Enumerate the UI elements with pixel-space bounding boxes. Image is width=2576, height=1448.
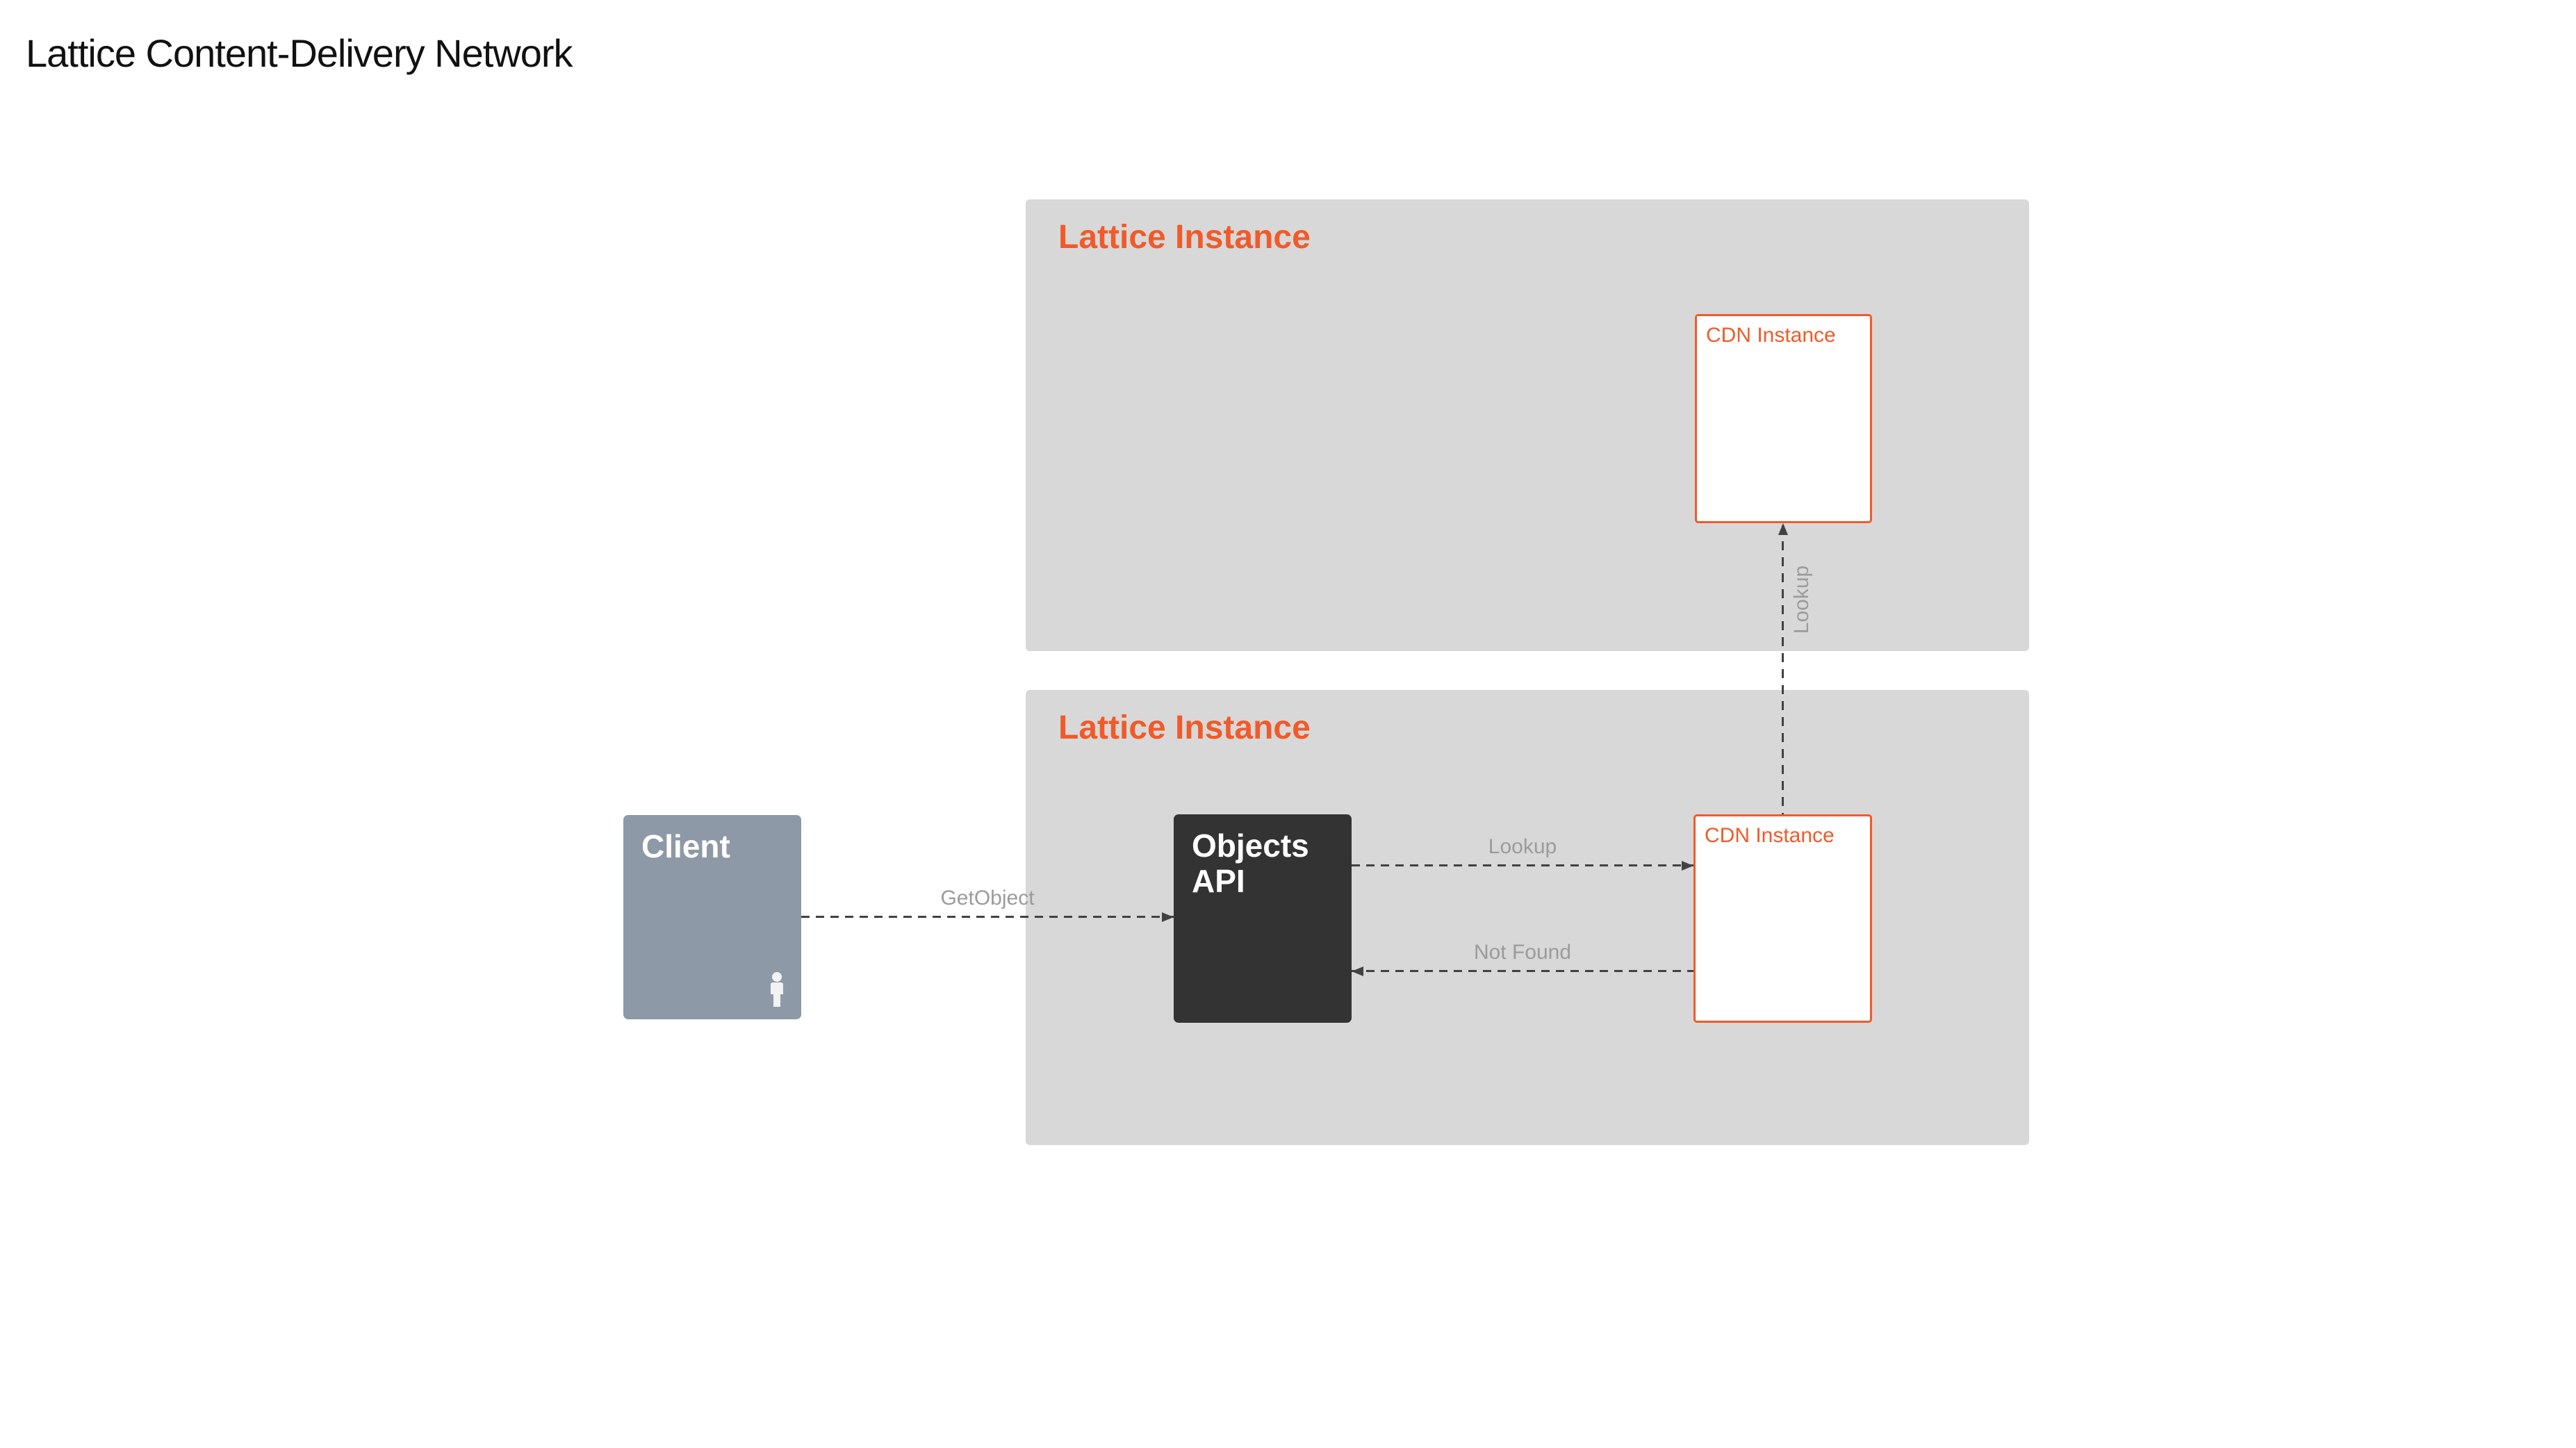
person-icon [771,972,783,1007]
arrow-get-object-head [1162,912,1174,922]
cdn-instance-top-label: CDN Instance [1706,324,1836,347]
arrow-lookup-label: Lookup [1488,835,1557,858]
arrow-lookup-vertical-head [1778,523,1788,535]
arrow-not-found-label: Not Found [1473,941,1572,964]
arrow-lookup-vertical-label: Lookup [1790,565,1813,634]
lattice-instance-bottom-label: Lattice Instance [1058,709,1311,746]
client-label: Client [641,828,730,864]
cdn-instance-bottom-box: CDN Instance [1693,814,1872,1023]
cdn-instance-bottom-label: CDN Instance [1705,824,1835,847]
objects-api-label: Objects API [1192,828,1309,899]
arrow-lookup-line [1352,864,1693,866]
arrow-lookup-vertical-line [1782,525,1784,814]
arrow-not-found-head [1352,966,1363,976]
lattice-instance-top-label: Lattice Instance [1058,219,1311,256]
arrow-get-object-label: GetObject [940,887,1035,910]
objects-api-box: Objects API [1174,814,1352,1023]
client-box: Client [623,815,801,1019]
lattice-instance-top-container: Lattice Instance [1026,199,2029,651]
arrow-not-found-line [1352,970,1693,972]
arrow-get-object-line [801,916,1174,918]
cdn-instance-top-box: CDN Instance [1695,314,1872,523]
page-title: Lattice Content-Delivery Network [26,31,573,75]
arrow-lookup-head [1682,860,1693,871]
